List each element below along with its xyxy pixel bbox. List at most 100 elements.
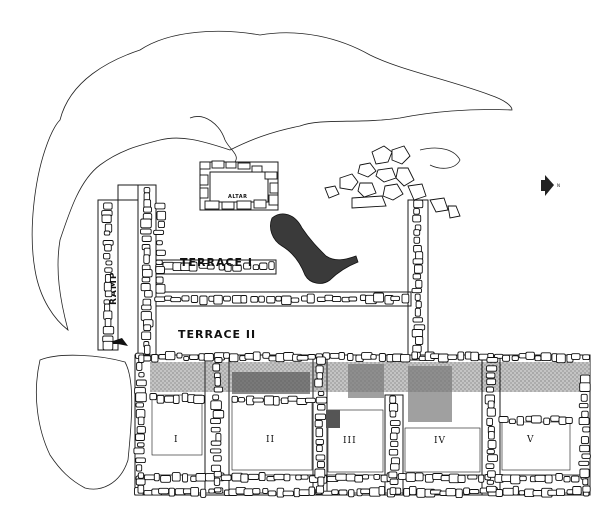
wall-stone (158, 487, 170, 495)
wall-stone (223, 295, 231, 302)
wall-stone (512, 485, 519, 496)
wall-stone (272, 396, 280, 406)
wall-stone (411, 351, 418, 360)
wall-stone (298, 489, 311, 496)
wall-stone (389, 487, 397, 496)
wall-stone (105, 260, 113, 266)
wall-stone (532, 490, 543, 497)
wall-stone (403, 487, 410, 497)
room-label-4: IV (434, 436, 446, 446)
wall-stone (210, 418, 221, 425)
wall-stone (140, 283, 151, 292)
wall-stone (155, 265, 165, 274)
wall-stone (378, 353, 386, 362)
wall-stone (414, 472, 424, 482)
wall-stone (240, 295, 248, 304)
wall-stone (389, 478, 399, 485)
wall-stone (156, 210, 167, 221)
wall-stone (390, 295, 400, 302)
wall-stone (578, 417, 590, 426)
room-label-2: II (266, 435, 275, 445)
wall-stone (338, 489, 348, 496)
wall-stone (457, 351, 465, 361)
wall-stone (258, 295, 265, 303)
wall-stone (204, 473, 216, 482)
wall-stone (199, 295, 208, 306)
dark-deposit (270, 213, 359, 284)
wall-stone (307, 354, 316, 360)
wall-stone (154, 202, 166, 210)
wall-stone (389, 410, 397, 418)
room-block (134, 354, 591, 496)
wall-stone (581, 453, 591, 459)
wall-stone (213, 487, 222, 493)
wall-stone (153, 229, 165, 235)
wall-stone (467, 474, 478, 480)
wall-stone (190, 486, 199, 497)
wall-stone (416, 488, 426, 498)
wall-stone (155, 259, 163, 265)
ramp-label: RAMP (109, 272, 119, 305)
wall-stone (316, 356, 326, 365)
wall-stone (154, 296, 166, 302)
wall-stone (243, 488, 254, 496)
wall-stone (415, 300, 422, 309)
wall-stone (135, 433, 145, 441)
wall-stone (104, 317, 112, 328)
wall-stone (415, 336, 424, 345)
wall-stone (412, 317, 424, 323)
wall-stone (283, 352, 294, 361)
wall-stone (240, 473, 249, 483)
wall-stone (519, 475, 527, 482)
wall-stone (359, 294, 367, 301)
wall-stone (550, 415, 560, 422)
wall-stone (103, 281, 112, 292)
wall-stone (210, 426, 221, 433)
wall-stone (498, 416, 509, 423)
wall-stone (268, 261, 275, 270)
wall-stone (412, 258, 424, 265)
wall-stone (287, 395, 298, 402)
wall-stone (362, 474, 370, 480)
wall-stone (215, 432, 222, 443)
wall-stone (544, 474, 553, 484)
wall-stone (231, 395, 239, 403)
wall-stone (572, 486, 582, 496)
wall-stone (281, 295, 292, 306)
altar-structure: ALTAR (199, 160, 279, 211)
wall-stone (412, 273, 422, 280)
wall-stone (149, 393, 157, 401)
wall-stone (138, 372, 145, 378)
wall-stones (101, 187, 591, 499)
wall-stone (486, 378, 497, 386)
wall-stone (280, 397, 289, 405)
wall-stone (378, 485, 386, 496)
wall-stone (153, 472, 160, 482)
wall-stone (578, 460, 590, 466)
wall-stone (137, 484, 145, 494)
wall-stone (104, 290, 113, 298)
wall-stone (220, 474, 232, 481)
rubble-cluster (324, 145, 461, 219)
wall-stone (183, 355, 190, 361)
wall-stone (308, 486, 316, 496)
wall-stone (195, 473, 207, 482)
wall-stone (347, 353, 354, 361)
wall-stone (415, 251, 424, 260)
wall-stone (388, 403, 399, 413)
wall-stone (470, 351, 479, 362)
wall-stone (555, 488, 566, 497)
wall-stone (486, 449, 495, 455)
wall-stone (214, 357, 223, 363)
wall-stone (212, 455, 222, 462)
wall-stone (488, 431, 495, 440)
wall-stone (338, 352, 345, 360)
wall-stone (324, 294, 334, 302)
room-label-3: III (343, 436, 357, 446)
wall-stone (275, 295, 282, 302)
lower-hill-outline (35, 354, 133, 490)
wall-stone (486, 417, 493, 426)
wall-stone (487, 470, 496, 478)
wall-stone (218, 263, 225, 271)
wall-stone (262, 352, 271, 359)
